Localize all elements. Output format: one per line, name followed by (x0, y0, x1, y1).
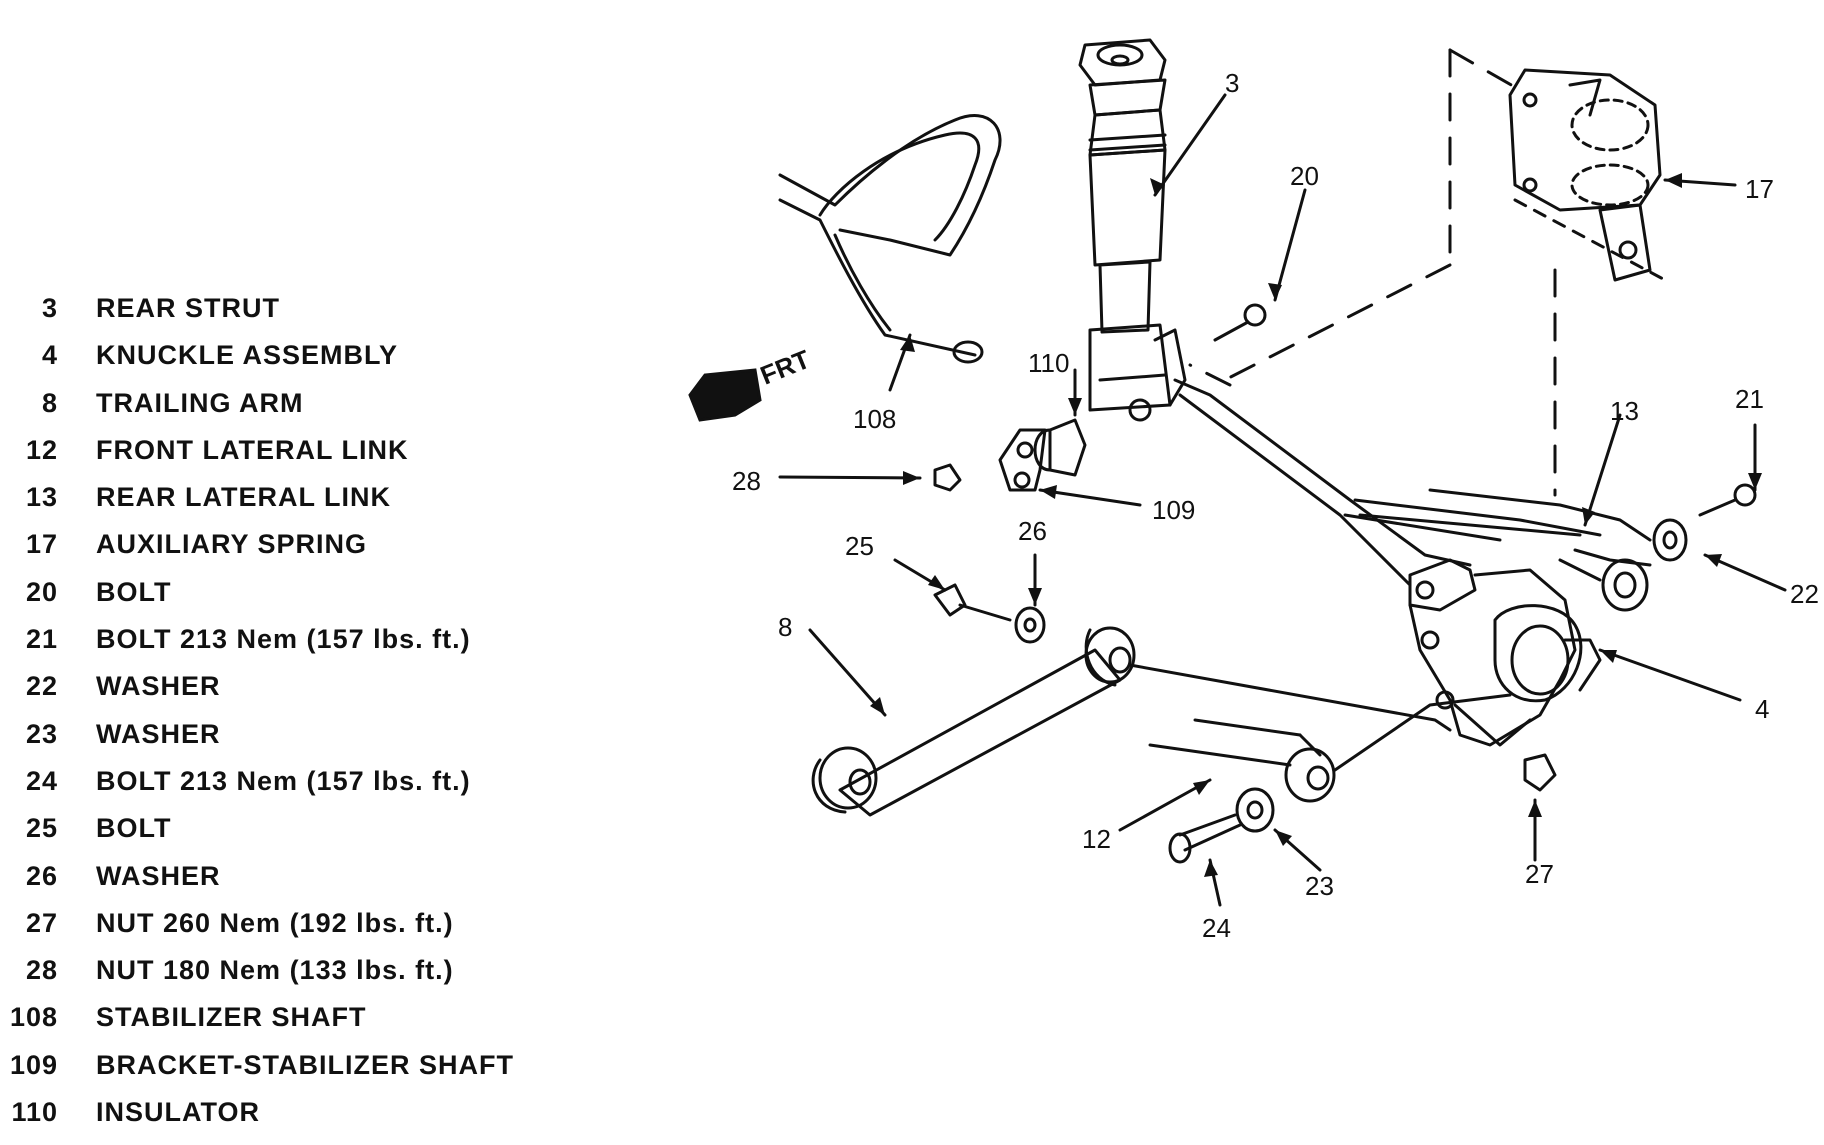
callout-108: 108 (853, 404, 896, 434)
callout-13: 13 (1610, 396, 1639, 426)
callout-12: 12 (1082, 824, 1111, 854)
rear-strut (1078, 38, 1187, 422)
callout-27: 27 (1525, 859, 1554, 889)
callout-3: 3 (1225, 68, 1239, 98)
legend-item-label: WASHER (96, 718, 221, 749)
callout-17: 17 (1745, 174, 1774, 204)
legend-item-number: 23 (25, 718, 58, 749)
legend-item: 12 FRONT LATERAL LINK (0, 427, 560, 474)
legend-item: 27 NUT 260 Nem (192 lbs. ft.) (0, 900, 560, 947)
frt-label: FRT (756, 344, 814, 391)
callout-110: 110 (1028, 348, 1069, 378)
legend-item: 17 AUXILIARY SPRING (0, 521, 560, 568)
legend-item: 22 WASHER (0, 663, 560, 710)
legend-item-number: 28 (25, 955, 58, 986)
legend-item-label: FRONT LATERAL LINK (96, 434, 409, 465)
callout-25: 25 (845, 531, 874, 561)
legend-item: 21 BOLT 213 Nem (157 lbs. ft.) (0, 616, 560, 663)
legend-item: 26 WASHER (0, 853, 560, 900)
legend-item-number: 12 (25, 434, 58, 465)
rear-lateral-link (1358, 488, 1652, 612)
legend-item-label: REAR STRUT (96, 293, 280, 323)
legend-item: 3 REAR STRUT (0, 285, 560, 332)
legend-item-number: 24 (25, 765, 58, 796)
insulator-and-bracket (998, 418, 1087, 492)
legend-item: 24 BOLT 213 Nem (157 lbs. ft.) (0, 758, 560, 805)
legend-item: 13 REAR LATERAL LINK (0, 474, 560, 521)
legend-item: 23 WASHER (0, 711, 560, 758)
legend-item-number: 13 (25, 482, 58, 513)
legend-item-number: 27 (25, 907, 58, 938)
callout-4: 4 (1755, 694, 1769, 724)
legend-item-number: 17 (25, 529, 58, 560)
legend-item-number: 110 (11, 1097, 58, 1128)
legend-item-number: 109 (9, 1049, 58, 1080)
callout-23: 23 (1305, 871, 1334, 901)
legend-item-label: BOLT (96, 813, 172, 844)
legend-item-label: BRACKET-STABILIZER SHAFT (96, 1049, 514, 1080)
legend-item-number: 108 (9, 1002, 58, 1033)
legend-item-label: KNUCKLE ASSEMBLY (96, 340, 399, 371)
legend-item: 20 BOLT (0, 569, 560, 616)
callout-8: 8 (778, 612, 792, 642)
legend-item: 25 BOLT (0, 805, 560, 852)
legend-item-label: STABILIZER SHAFT (96, 1002, 367, 1033)
hardware (933, 303, 1757, 864)
auxiliary-spring (1508, 68, 1662, 282)
legend-item-label: WASHER (96, 860, 221, 891)
legend-item: 108 STABILIZER SHAFT (0, 994, 560, 1041)
legend-item-number: 8 (41, 387, 58, 418)
legend-item-label: TRAILING ARM (96, 387, 304, 418)
front-lateral-link (1148, 693, 1512, 803)
legend-item-number: 4 (41, 340, 58, 371)
legend-item-label: WASHER (96, 671, 221, 702)
legend-item: 110 INSULATOR (0, 1089, 560, 1136)
legend-item-number: 21 (25, 624, 58, 655)
parts-legend: 3 REAR STRUT 4 KNUCKLE ASSEMBLY 8 TRAILING AR… (0, 285, 560, 1136)
callout-numbers: 3 20 17 110 108 13 21 28 109 26 25 8 22 … (732, 68, 1819, 943)
guide-lines (1188, 48, 1667, 497)
legend-item-label: BOLT 213 Nem (157 lbs. ft.) (96, 765, 471, 796)
legend-item-label: NUT 260 Nem (192 lbs. ft.) (96, 907, 454, 938)
legend-item-label: INSULATOR (96, 1097, 260, 1128)
callout-21: 21 (1735, 384, 1764, 414)
leader-arrowheads (870, 173, 1762, 877)
legend-item-label: BOLT (96, 576, 172, 607)
legend-item-number: 26 (25, 860, 58, 891)
legend-item: 109 BRACKET-STABILIZER SHAFT (0, 1042, 560, 1089)
legend-item-number: 22 (25, 671, 58, 702)
callout-24: 24 (1202, 913, 1231, 943)
callout-20: 20 (1290, 161, 1319, 191)
stabilizer-shaft (778, 114, 1002, 364)
knuckle-assembly (1408, 558, 1602, 747)
legend-item-number: 20 (25, 576, 58, 607)
callout-22: 22 (1790, 579, 1819, 609)
rear-lateral-link-rod (1173, 378, 1602, 587)
legend-item-number: 25 (25, 813, 58, 844)
front-direction-arrow: FRT (688, 344, 814, 422)
trailing-arm (811, 626, 1452, 817)
callout-109: 109 (1152, 495, 1195, 525)
legend-item: 8 TRAILING ARM (0, 380, 560, 427)
callout-26: 26 (1018, 516, 1047, 546)
legend-item-label: NUT 180 Nem (133 lbs. ft.) (96, 955, 454, 986)
legend-item-number: 3 (41, 293, 58, 323)
legend-item-label: BOLT 213 Nem (157 lbs. ft.) (96, 624, 471, 655)
legend-item-label: AUXILIARY SPRING (96, 529, 368, 560)
callout-28: 28 (732, 466, 761, 496)
legend-item: 4 KNUCKLE ASSEMBLY (0, 332, 560, 379)
legend-item: 28 NUT 180 Nem (133 lbs. ft.) (0, 947, 560, 994)
legend-item-label: REAR LATERAL LINK (96, 482, 391, 513)
